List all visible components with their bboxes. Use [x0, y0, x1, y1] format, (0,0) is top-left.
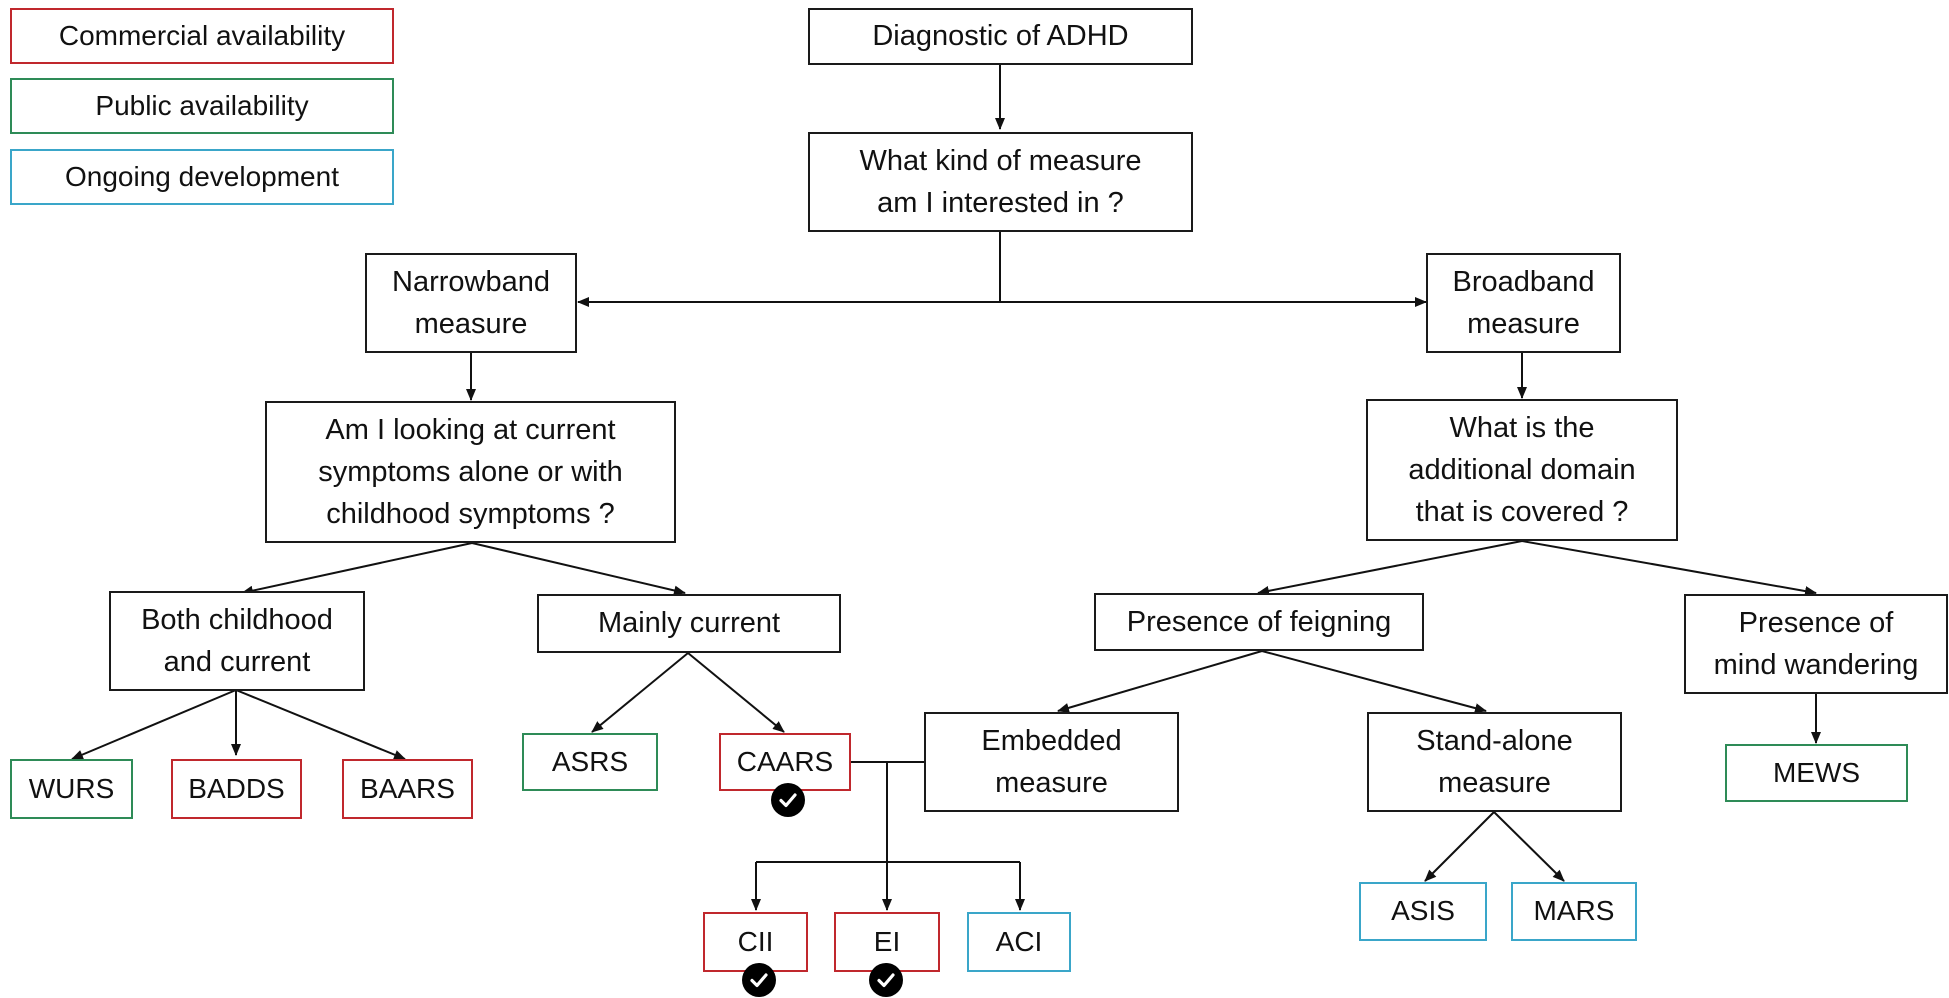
- node-broadband-label: Broadband measure: [1452, 265, 1595, 340]
- checkmark-circle-icon: [771, 783, 805, 817]
- instrument-caars: CAARS: [719, 733, 851, 791]
- node-mind-wandering: Presence of mind wandering: [1684, 594, 1948, 694]
- node-domain-question: What is the additional domain that is co…: [1366, 399, 1678, 541]
- node-embedded: Embedded measure: [924, 712, 1179, 812]
- node-diagnostic: Diagnostic of ADHD: [808, 8, 1193, 65]
- checkmark-circle-icon: [742, 963, 776, 997]
- node-diagnostic-label: Diagnostic of ADHD: [872, 20, 1129, 53]
- instrument-asis: ASIS: [1359, 882, 1487, 941]
- node-mainly-current-label: Mainly current: [597, 607, 781, 640]
- instrument-wurs-label: WURS: [28, 772, 115, 804]
- checkmark-circle-icon: [869, 963, 903, 997]
- instrument-baars: BAARS: [342, 759, 473, 819]
- node-feigning-label: Presence of feigning: [1126, 605, 1392, 638]
- instrument-mars: MARS: [1511, 882, 1637, 941]
- node-standalone: Stand-alone measure: [1367, 712, 1622, 812]
- legend-commercial-label: Commercial availability: [58, 19, 346, 51]
- legend-commercial: Commercial availability: [10, 8, 394, 64]
- node-embedded-label: Embedded measure: [981, 724, 1122, 799]
- instrument-badds: BADDS: [171, 759, 302, 819]
- legend-public-label: Public availability: [95, 89, 309, 121]
- node-mainly-current: Mainly current: [537, 594, 841, 653]
- instrument-wurs: WURS: [10, 759, 133, 819]
- instrument-caars-label: CAARS: [736, 745, 834, 777]
- node-mind-wandering-label: Presence of mind wandering: [1713, 606, 1919, 681]
- node-both-childhood-label: Both childhood and current: [141, 603, 333, 678]
- instrument-asrs-label: ASRS: [551, 745, 629, 777]
- legend-ongoing: Ongoing development: [10, 149, 394, 205]
- instrument-aci-label: ACI: [995, 925, 1043, 957]
- instrument-mews-label: MEWS: [1772, 756, 1861, 788]
- instrument-baars-label: BAARS: [360, 772, 455, 804]
- legend-public: Public availability: [10, 78, 394, 134]
- node-measure-question-label: What kind of measure am I interested in …: [859, 144, 1142, 219]
- node-standalone-label: Stand-alone measure: [1416, 724, 1573, 799]
- instrument-cii: CII: [703, 912, 808, 972]
- node-narrowband-label: Narrowband measure: [392, 265, 550, 340]
- node-symptoms-question: Am I looking at current symptoms alone o…: [265, 401, 676, 543]
- node-both-childhood: Both childhood and current: [109, 591, 365, 691]
- instrument-asis-label: ASIS: [1391, 895, 1455, 927]
- legend-ongoing-label: Ongoing development: [65, 160, 339, 192]
- instrument-cii-label: CII: [737, 925, 774, 957]
- node-broadband: Broadband measure: [1426, 253, 1621, 353]
- node-narrowband: Narrowband measure: [365, 253, 577, 353]
- instrument-asrs: ASRS: [522, 733, 658, 791]
- instrument-badds-label: BADDS: [188, 772, 285, 804]
- instrument-aci: ACI: [967, 912, 1071, 972]
- node-measure-question: What kind of measure am I interested in …: [808, 132, 1193, 232]
- instrument-mews: MEWS: [1725, 744, 1908, 802]
- node-feigning: Presence of feigning: [1094, 593, 1424, 651]
- instrument-ei-label: EI: [873, 925, 901, 957]
- node-domain-question-label: What is the additional domain that is co…: [1408, 411, 1636, 529]
- instrument-mars-label: MARS: [1533, 895, 1615, 927]
- node-symptoms-question-label: Am I looking at current symptoms alone o…: [318, 413, 623, 531]
